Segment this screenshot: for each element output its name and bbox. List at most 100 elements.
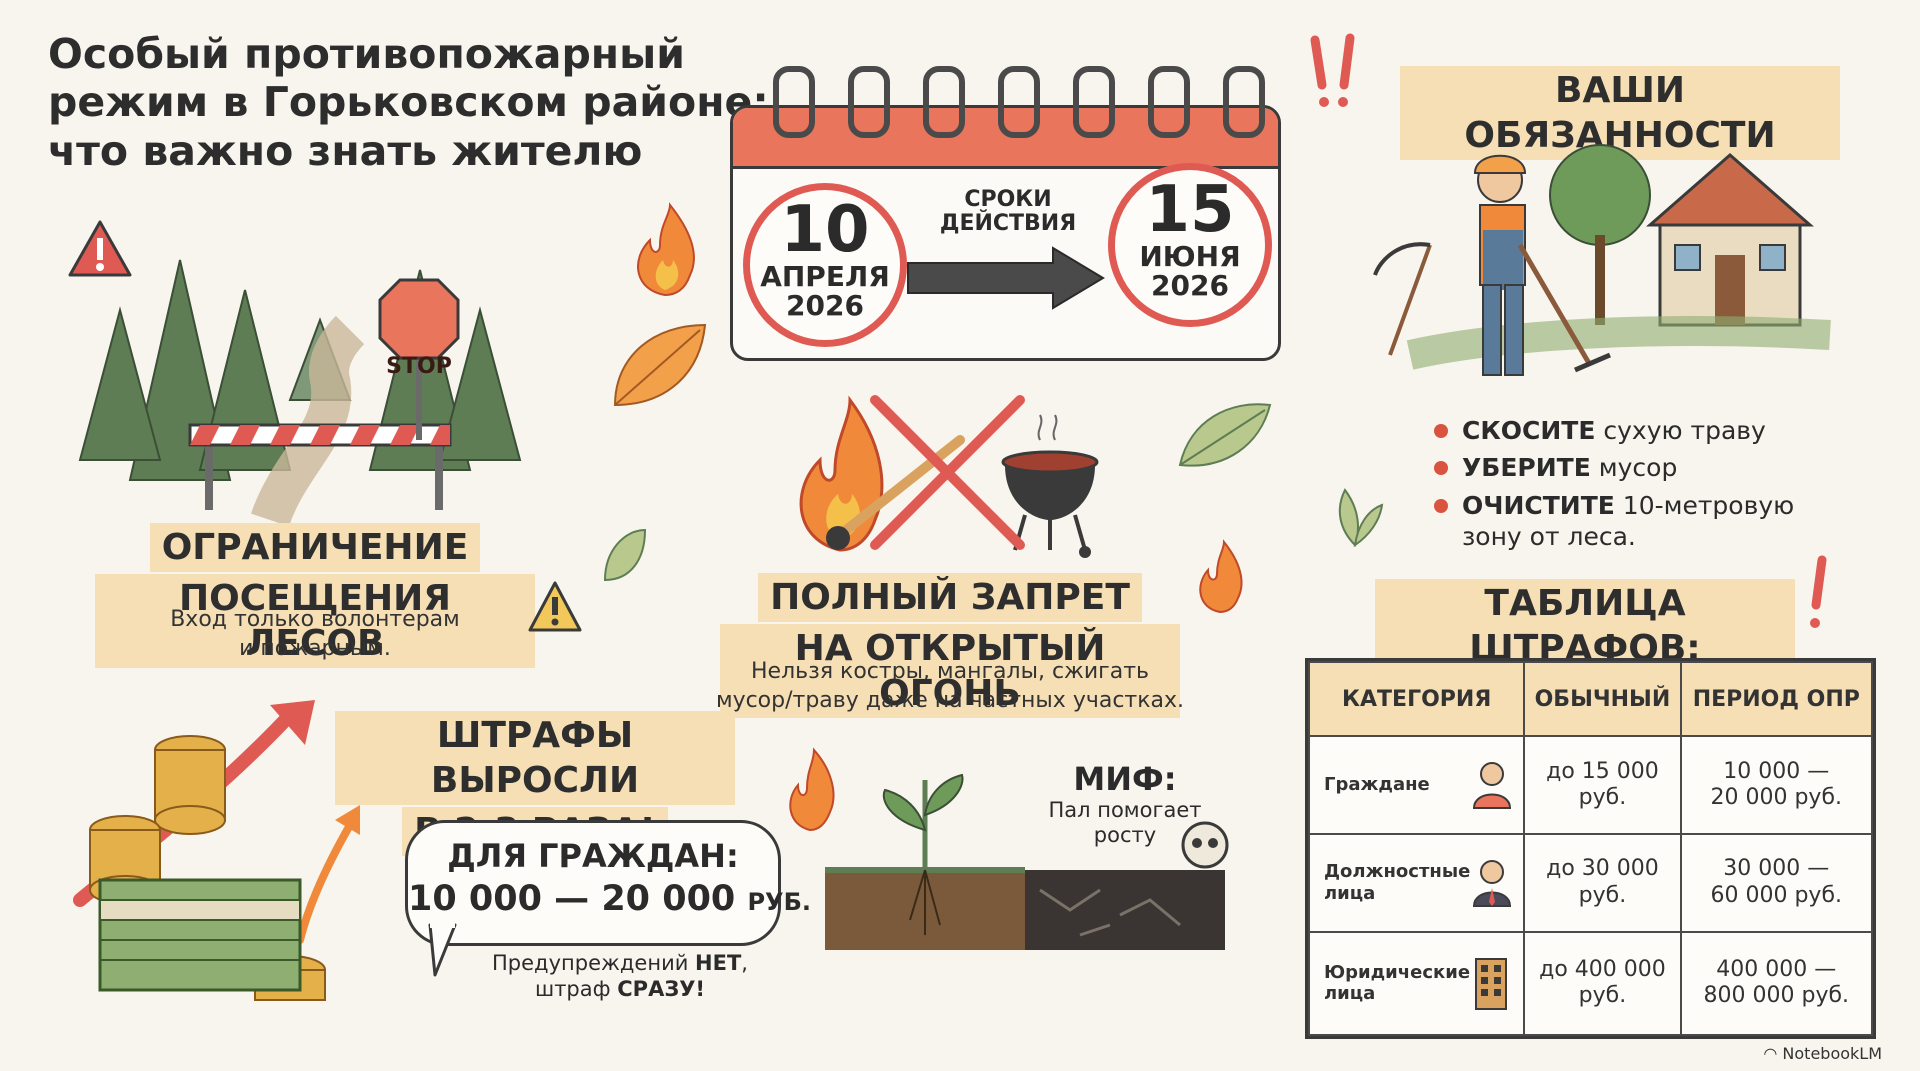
table-row: Граждане до 15 000 руб. 10 000 — 20 000 … (1307, 735, 1874, 835)
start-year: 2026 (786, 289, 864, 323)
leaf-green-icon (1178, 403, 1272, 467)
fire-ban-heading-line-1: ПОЛНЫЙ ЗАПРЕТ (758, 573, 1142, 622)
forest-text-line-1: Вход только волонтерам (170, 607, 460, 632)
stop-sign-label: STOP (386, 354, 452, 379)
table-header-row: КАТЕГОРИЯ ОБЫЧНЫЙ ПЕРИОД ОПР (1307, 661, 1874, 737)
fire-ban-text-line-1: Нельзя костры, мангалы, сжигать (751, 659, 1149, 684)
bubble-line-1: ДЛЯ ГРАЖДАН: (447, 837, 739, 875)
fine-table: КАТЕГОРИЯ ОБЫЧНЫЙ ПЕРИОД ОПР Граждане до… (1305, 658, 1876, 1039)
duties-heading: ВАШИ ОБЯЗАННОСТИ (1400, 66, 1840, 160)
grill-icon (1001, 414, 1099, 558)
column-header: КАТЕГОРИЯ (1307, 661, 1526, 737)
calendar-card: 10 АПРЕЛЯ 2026 СРОКИ ДЕЙСТВИЯ 15 ИЮНЯ 20… (730, 66, 1281, 361)
bullet-icon (1434, 498, 1448, 513)
fire-ban-heading: ПОЛНЫЙ ЗАПРЕТ НА ОТКРЫТЫЙ ОГОНЬ (720, 572, 1180, 719)
fire-ban-text: Нельзя костры, мангалы, сжигать мусор/тр… (690, 658, 1210, 715)
period-fine-cell: 30 000 — 60 000 руб. (1679, 832, 1874, 933)
start-day: 10 (780, 193, 870, 267)
duties-illustration (1373, 144, 1831, 376)
category-line-2: лица (1324, 882, 1376, 904)
fines-heading-line-1: ШТРАФЫ ВЫРОСЛИ (335, 711, 735, 805)
building-icon (1475, 958, 1508, 1011)
brand-text: NotebookLM (1782, 1044, 1882, 1063)
normal-fine-line-1: до 30 000 (1546, 856, 1659, 882)
normal-fine-cell: до 30 000 руб. (1523, 832, 1682, 933)
brand-label: ◠ NotebookLM (1763, 1044, 1882, 1063)
duties-heading-wrap: ВАШИ ОБЯЗАННОСТИ (1400, 65, 1840, 161)
duty-item-bold: УБЕРИТЕ (1462, 453, 1591, 483)
fine-table-heading: ТАБЛИЦА ШТРАФОВ: (1375, 579, 1795, 673)
period-line-2: ДЕЙСТВИЯ (939, 211, 1077, 237)
arrow-right-icon (907, 246, 1105, 310)
start-date: 10 АПРЕЛЯ 2026 (743, 183, 907, 347)
page-title: Особый противопожарный режим в Горьковск… (48, 30, 769, 175)
myth-block: МИФ: Пал помогает росту (1030, 760, 1220, 848)
forest-illustration (68, 220, 522, 527)
period-fine-cell: 400 000 — 800 000 руб. (1679, 930, 1874, 1037)
category-line-1: Юридические (1324, 961, 1471, 983)
period-fine-line-2: 60 000 руб. (1710, 882, 1843, 908)
duty-item: ОЧИСТИТЕ 10-метровую зону от леса. (1430, 490, 1850, 553)
bubble-amount: 10 000 — 20 000 (408, 879, 736, 919)
bubble-tail (428, 922, 457, 977)
duty-item: УБЕРИТЕ мусор (1430, 452, 1850, 483)
citizens-fine-bubble: ДЛЯ ГРАЖДАН: 10 000 — 20 000 РУБ. (405, 820, 811, 946)
warning-line-1: Предупреждений НЕТ, (470, 950, 770, 976)
normal-fine-cell: до 400 000 руб. (1523, 930, 1682, 1037)
normal-fine-line-1: до 15 000 (1546, 758, 1659, 784)
flame-icon (637, 202, 695, 297)
banknotes-icon (98, 878, 302, 992)
stop-sign-icon (378, 278, 460, 440)
column-header: ПЕРИОД ОПР (1679, 661, 1874, 737)
notebook-icon: ◠ (1763, 1044, 1783, 1063)
calendar-ring-icon (923, 66, 965, 138)
money-illustration (73, 700, 360, 1001)
fire-ban-heading-line-2: НА ОТКРЫТЫЙ ОГОНЬ (720, 624, 1180, 718)
title-line-2: режим в Горьковском районе: (48, 78, 769, 127)
scythe-icon (1373, 242, 1432, 356)
flame-myth-icon (789, 747, 835, 832)
prohibited-cross-icon (870, 395, 1025, 550)
start-month: АПРЕЛЯ (760, 260, 890, 293)
forest-text: Вход только волонтерам и пожарным. (120, 606, 510, 663)
period-fine-line-2: 800 000 руб. (1703, 983, 1850, 1009)
warning-line-1-bold: НЕТ (695, 951, 742, 975)
flame-small-icon (1199, 539, 1243, 614)
period-label: СРОКИ ДЕЙСТВИЯ (908, 187, 1108, 237)
warning-line-1-post: , (741, 951, 748, 975)
duty-item-bold: ОЧИСТИТЕ (1462, 490, 1615, 520)
normal-fine-cell: до 15 000 руб. (1523, 735, 1682, 835)
healthy-soil-icon (825, 773, 1025, 950)
duties-list: СКОСИТЕ сухую траву УБЕРИТЕ мусор ОЧИСТИ… (1430, 415, 1850, 558)
duty-item-bold: СКОСИТЕ (1462, 416, 1596, 445)
period-fine-line-1: 400 000 — (1716, 956, 1837, 982)
category-cell: Граждане (1307, 735, 1526, 835)
calendar-ring-icon (1148, 66, 1190, 138)
forest-heading: ОГРАНИЧЕНИЕ ПОСЕЩЕНИЯ ЛЕСОВ (95, 522, 535, 669)
calendar-ring-icon (1223, 66, 1265, 138)
myth-heading: МИФ: (1073, 760, 1177, 798)
calendar-ring-icon (998, 66, 1040, 138)
calendar-ring-icon (1073, 66, 1115, 138)
forest-heading-line-2: ПОСЕЩЕНИЯ ЛЕСОВ (95, 574, 535, 668)
exclamation-red-icon (1810, 555, 1827, 628)
warning-line-2-pre: штраф (534, 977, 618, 1002)
end-date: 15 ИЮНЯ 2026 (1108, 163, 1272, 327)
normal-fine-line-2: руб. (1578, 882, 1627, 908)
end-day: 15 (1145, 173, 1235, 247)
normal-fine-line-2: руб. (1578, 784, 1627, 810)
forest-text-line-2: и пожарным. (239, 635, 391, 661)
match-icon (826, 435, 965, 550)
exclamation-icon (1310, 33, 1355, 107)
category-label: Граждане (1324, 774, 1430, 796)
column-header: ОБЫЧНЫЙ (1523, 661, 1682, 737)
fire-ban-text-line-2: мусор/траву даже на частных участках. (715, 687, 1185, 713)
barrier-icon (188, 423, 452, 510)
myth-illustration (789, 747, 1229, 950)
normal-fine-line-2: руб. (1578, 983, 1627, 1009)
bubble-line-2: 10 000 — 20 000 РУБ. (408, 879, 811, 919)
arrow-up-small-icon (296, 805, 360, 944)
